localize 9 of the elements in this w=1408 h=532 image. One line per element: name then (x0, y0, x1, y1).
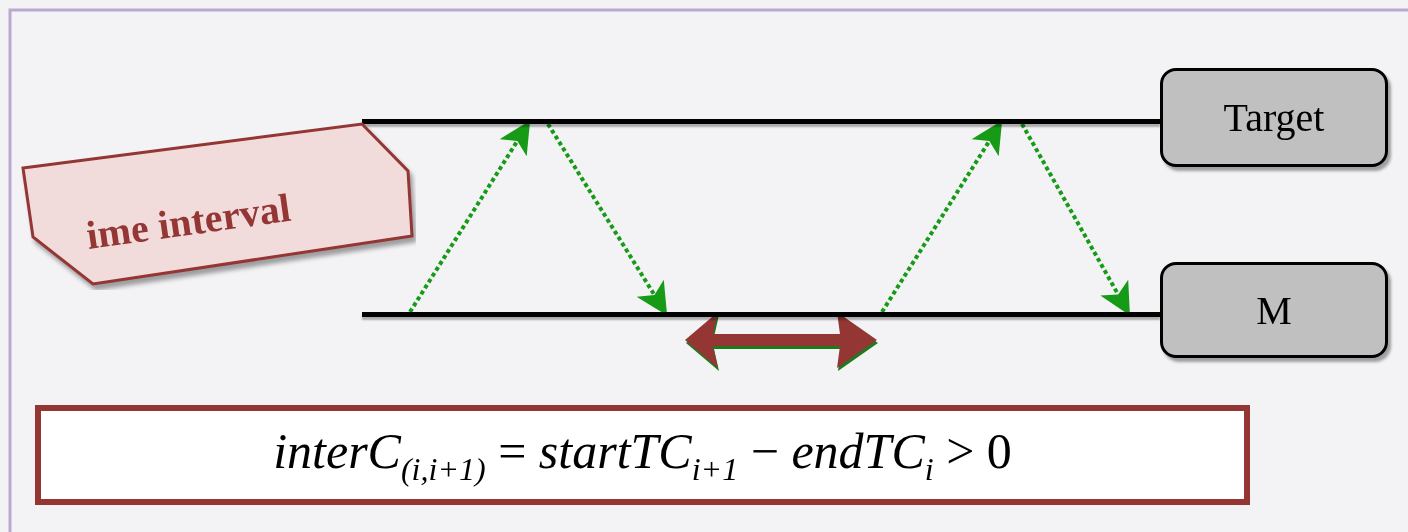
formula: interC$_{(i,i+1)}$ = startTC$_{i+1}$ − endTC$_{i}$ > 0 (273, 422, 1012, 488)
timeline (362, 119, 1160, 124)
timeline (362, 312, 1160, 317)
lifeline-label-box (1160, 68, 1388, 167)
formula-box (35, 405, 1250, 505)
lifeline-label-box (1160, 262, 1388, 358)
lifeline-label: M (1256, 286, 1292, 334)
lifeline-label: Target (1223, 94, 1325, 141)
tag-label: ime interval (83, 183, 294, 259)
